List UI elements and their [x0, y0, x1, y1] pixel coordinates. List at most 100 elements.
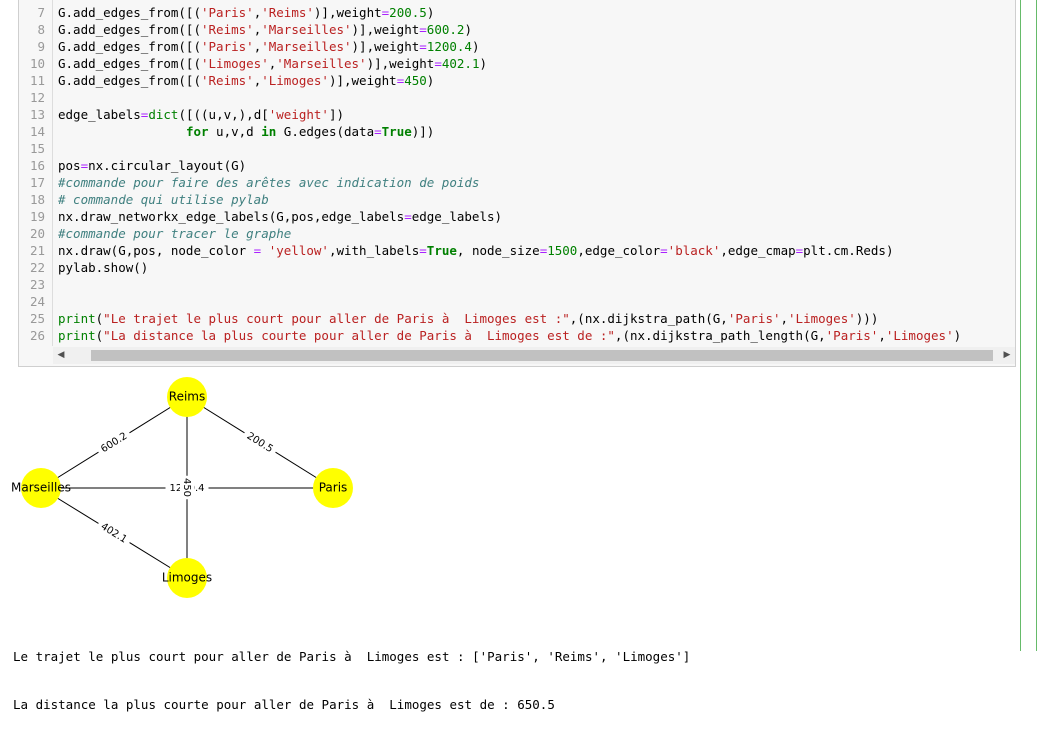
- code-line[interactable]: G.add_edges_from([('Reims','Marseilles')…: [58, 21, 472, 38]
- node-label: Paris: [319, 481, 348, 495]
- code-token: ,: [253, 5, 262, 20]
- code-token: =: [80, 158, 89, 173]
- code-token: 'Marseilles': [276, 56, 367, 71]
- network-graph: 200.5600.21200.4402.1450ReimsMarseillesP…: [11, 377, 353, 598]
- line-number: 7: [37, 5, 45, 20]
- line-number: 11: [29, 73, 45, 88]
- code-token: u,v,d: [208, 124, 262, 139]
- node-label: Limoges: [162, 571, 212, 585]
- code-token: )],weight: [328, 73, 397, 88]
- graph-node: [167, 558, 207, 598]
- code-token: ,: [878, 328, 886, 343]
- code-token: 'Paris': [825, 328, 879, 343]
- edge-label-background: [94, 426, 134, 459]
- line-number: 8: [37, 22, 45, 37]
- code-token: 'Limoges': [788, 311, 856, 326]
- node-label: Marseilles: [11, 481, 71, 495]
- code-token: =: [434, 56, 442, 71]
- code-token: True: [381, 124, 412, 139]
- code-line[interactable]: nx.draw_networkx_edge_labels(G,pos,edge_…: [58, 208, 502, 225]
- code-line[interactable]: G.add_edges_from([('Paris','Reims')],wei…: [58, 4, 434, 21]
- code-token: ,: [780, 311, 789, 326]
- code-token: =: [419, 243, 427, 258]
- code-token: )],weight: [351, 39, 420, 54]
- code-token: ): [479, 56, 488, 71]
- code-token: =: [404, 209, 412, 224]
- code-token: 'Marseilles': [261, 39, 352, 54]
- cell-selection-border: [1036, 0, 1037, 651]
- code-token: 450: [404, 73, 427, 88]
- code-line[interactable]: G.add_edges_from([('Paris','Marseilles')…: [58, 38, 479, 55]
- code-line[interactable]: nx.draw(G,pos, node_color = 'yellow',wit…: [58, 242, 893, 259]
- line-number: 24: [29, 294, 45, 309]
- code-token: 600.2: [426, 22, 465, 37]
- edge-label-background: [94, 517, 134, 549]
- code-token: 'yellow': [268, 243, 329, 258]
- code-token: for: [185, 124, 209, 139]
- code-token: , node_size: [456, 243, 540, 258]
- code-token: edge_labels: [58, 107, 141, 122]
- code-line[interactable]: print("La distance la plus courte pour a…: [58, 327, 961, 344]
- code-token: G.add_edges_from([(: [58, 56, 201, 71]
- horizontal-scrollbar[interactable]: ◀ ▶: [53, 347, 1015, 364]
- code-token: ): [471, 39, 480, 54]
- code-token: ,edge_cmap: [720, 243, 796, 258]
- code-token: 'Reims': [201, 22, 254, 37]
- code-line[interactable]: pos=nx.circular_layout(G): [58, 157, 246, 174]
- code-line[interactable]: #commande pour faire des arêtes avec ind…: [58, 175, 480, 190]
- code-token: nx.draw(G,pos, node_color: [58, 243, 254, 258]
- code-token: ): [953, 328, 962, 343]
- code-token: ,: [253, 39, 262, 54]
- code-token: ,with_labels: [328, 243, 420, 258]
- code-token: nx.draw_networkx_edge_labels(G,pos,edge_…: [58, 209, 405, 224]
- code-token: ]): [328, 107, 345, 122]
- line-number: 21: [29, 243, 45, 258]
- graph-node: [313, 468, 353, 508]
- code-token: pos: [58, 158, 81, 173]
- code-token: 'Limoges': [885, 328, 954, 343]
- line-number: 12: [29, 90, 45, 105]
- scroll-right-icon[interactable]: ▶: [1003, 350, 1011, 360]
- code-token: =: [140, 107, 149, 122]
- code-line[interactable]: G.add_edges_from([('Reims','Limoges')],w…: [58, 72, 434, 89]
- line-number: 18: [29, 192, 45, 207]
- code-token: =: [381, 5, 390, 20]
- line-number: 20: [29, 226, 45, 241]
- code-token: [58, 124, 186, 139]
- code-token: in: [261, 124, 277, 139]
- code-token: 200.5: [389, 5, 427, 20]
- line-number: 10: [29, 56, 45, 71]
- code-token: edge_labels): [411, 209, 503, 224]
- code-token: plt.cm.Reds): [803, 243, 894, 258]
- code-token: G.add_edges_from([(: [58, 73, 201, 88]
- code-token: =: [539, 243, 548, 258]
- line-number: 16: [29, 158, 45, 173]
- code-token: 'Paris': [201, 5, 254, 20]
- code-token: G.add_edges_from([(: [58, 22, 201, 37]
- scrollbar-thumb[interactable]: [91, 350, 993, 361]
- code-token: ): [464, 22, 472, 37]
- edge-label-background: [180, 475, 194, 500]
- code-token: 'black': [667, 243, 721, 258]
- code-token: ,(nx.dijkstra_path_length(G,: [614, 328, 826, 343]
- cell-selection-border: [1020, 0, 1021, 651]
- scroll-left-icon[interactable]: ◀: [57, 350, 65, 360]
- code-token: ,: [253, 22, 262, 37]
- code-line[interactable]: for u,v,d in G.edges(data=True)]): [58, 123, 434, 140]
- code-line[interactable]: #commande pour tracer le graphe: [58, 226, 292, 241]
- output-line: Le trajet le plus court pour aller de Pa…: [13, 649, 691, 664]
- code-line[interactable]: pylab.show(): [58, 260, 149, 275]
- code-line[interactable]: print("Le trajet le plus court pour alle…: [58, 310, 878, 327]
- line-number: 13: [29, 107, 45, 122]
- code-line[interactable]: edge_labels=dict([((u,v,),d['weight']): [58, 106, 344, 123]
- code-token: =: [419, 22, 427, 37]
- code-token: 'Reims': [261, 5, 314, 20]
- code-token: ,: [268, 56, 277, 71]
- code-line[interactable]: # commande qui utilise pylab: [58, 192, 269, 207]
- line-number: 19: [29, 209, 45, 224]
- code-line[interactable]: G.add_edges_from([('Limoges','Marseilles…: [58, 55, 487, 72]
- code-token: ): [426, 5, 435, 20]
- code-token: 'Paris': [201, 39, 254, 54]
